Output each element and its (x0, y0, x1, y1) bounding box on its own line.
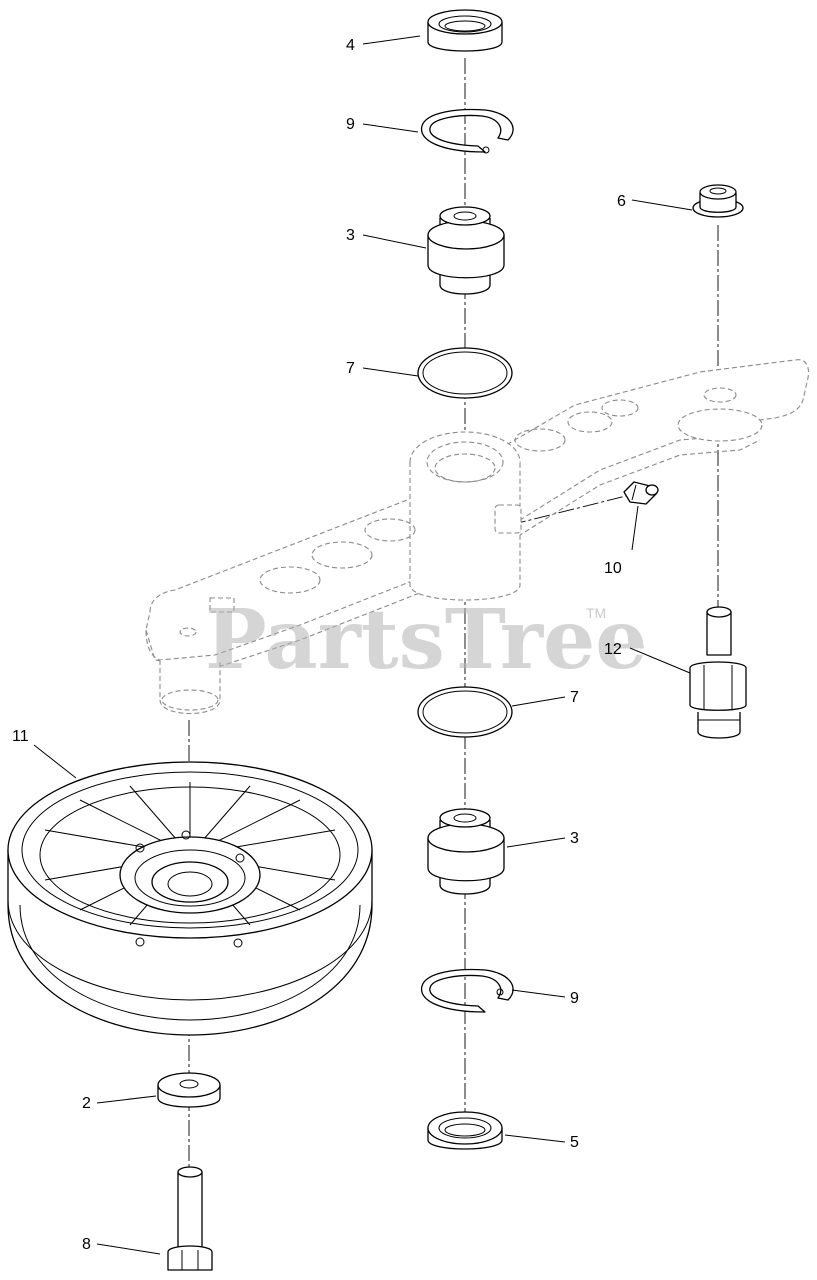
seal-bottom (427, 1111, 503, 1150)
callout-10: 10 (604, 560, 622, 577)
callouts: 4 9 3 7 6 10 12 7 11 3 9 2 5 8 (12, 37, 626, 1253)
watermark-trademark: TM (586, 605, 606, 621)
callout-11: 11 (12, 728, 29, 745)
idler-pulley (7, 761, 373, 1036)
callout-9: 9 (570, 990, 579, 1007)
watermark-text: PartsTree (205, 592, 647, 688)
callout-12: 12 (604, 641, 622, 658)
callout-9: 9 (346, 116, 355, 133)
bolt (167, 1166, 213, 1271)
o-ring-bottom (417, 686, 513, 738)
callout-7: 7 (346, 360, 355, 377)
snap-ring-bottom (420, 968, 514, 1013)
o-ring-top (417, 347, 513, 399)
flange-nut (692, 184, 744, 218)
callout-8: 8 (82, 1236, 91, 1253)
bearing-top (427, 206, 505, 295)
callout-7: 7 (570, 689, 579, 706)
watermark: PartsTree TM (205, 592, 647, 688)
seal-top (427, 9, 503, 52)
spacer (157, 1072, 221, 1108)
grease-fitting (623, 481, 659, 505)
callout-5: 5 (570, 1134, 579, 1151)
callout-6: 6 (617, 193, 626, 210)
callout-3: 3 (570, 830, 579, 847)
callout-2: 2 (82, 1095, 91, 1112)
snap-ring-top (420, 108, 514, 154)
bearing-bottom (427, 808, 505, 895)
idler-arm (145, 359, 810, 715)
leader-lines (33, 35, 693, 1255)
callout-4: 4 (346, 37, 355, 54)
pivot-shaft (689, 606, 747, 739)
callout-3: 3 (346, 227, 355, 244)
